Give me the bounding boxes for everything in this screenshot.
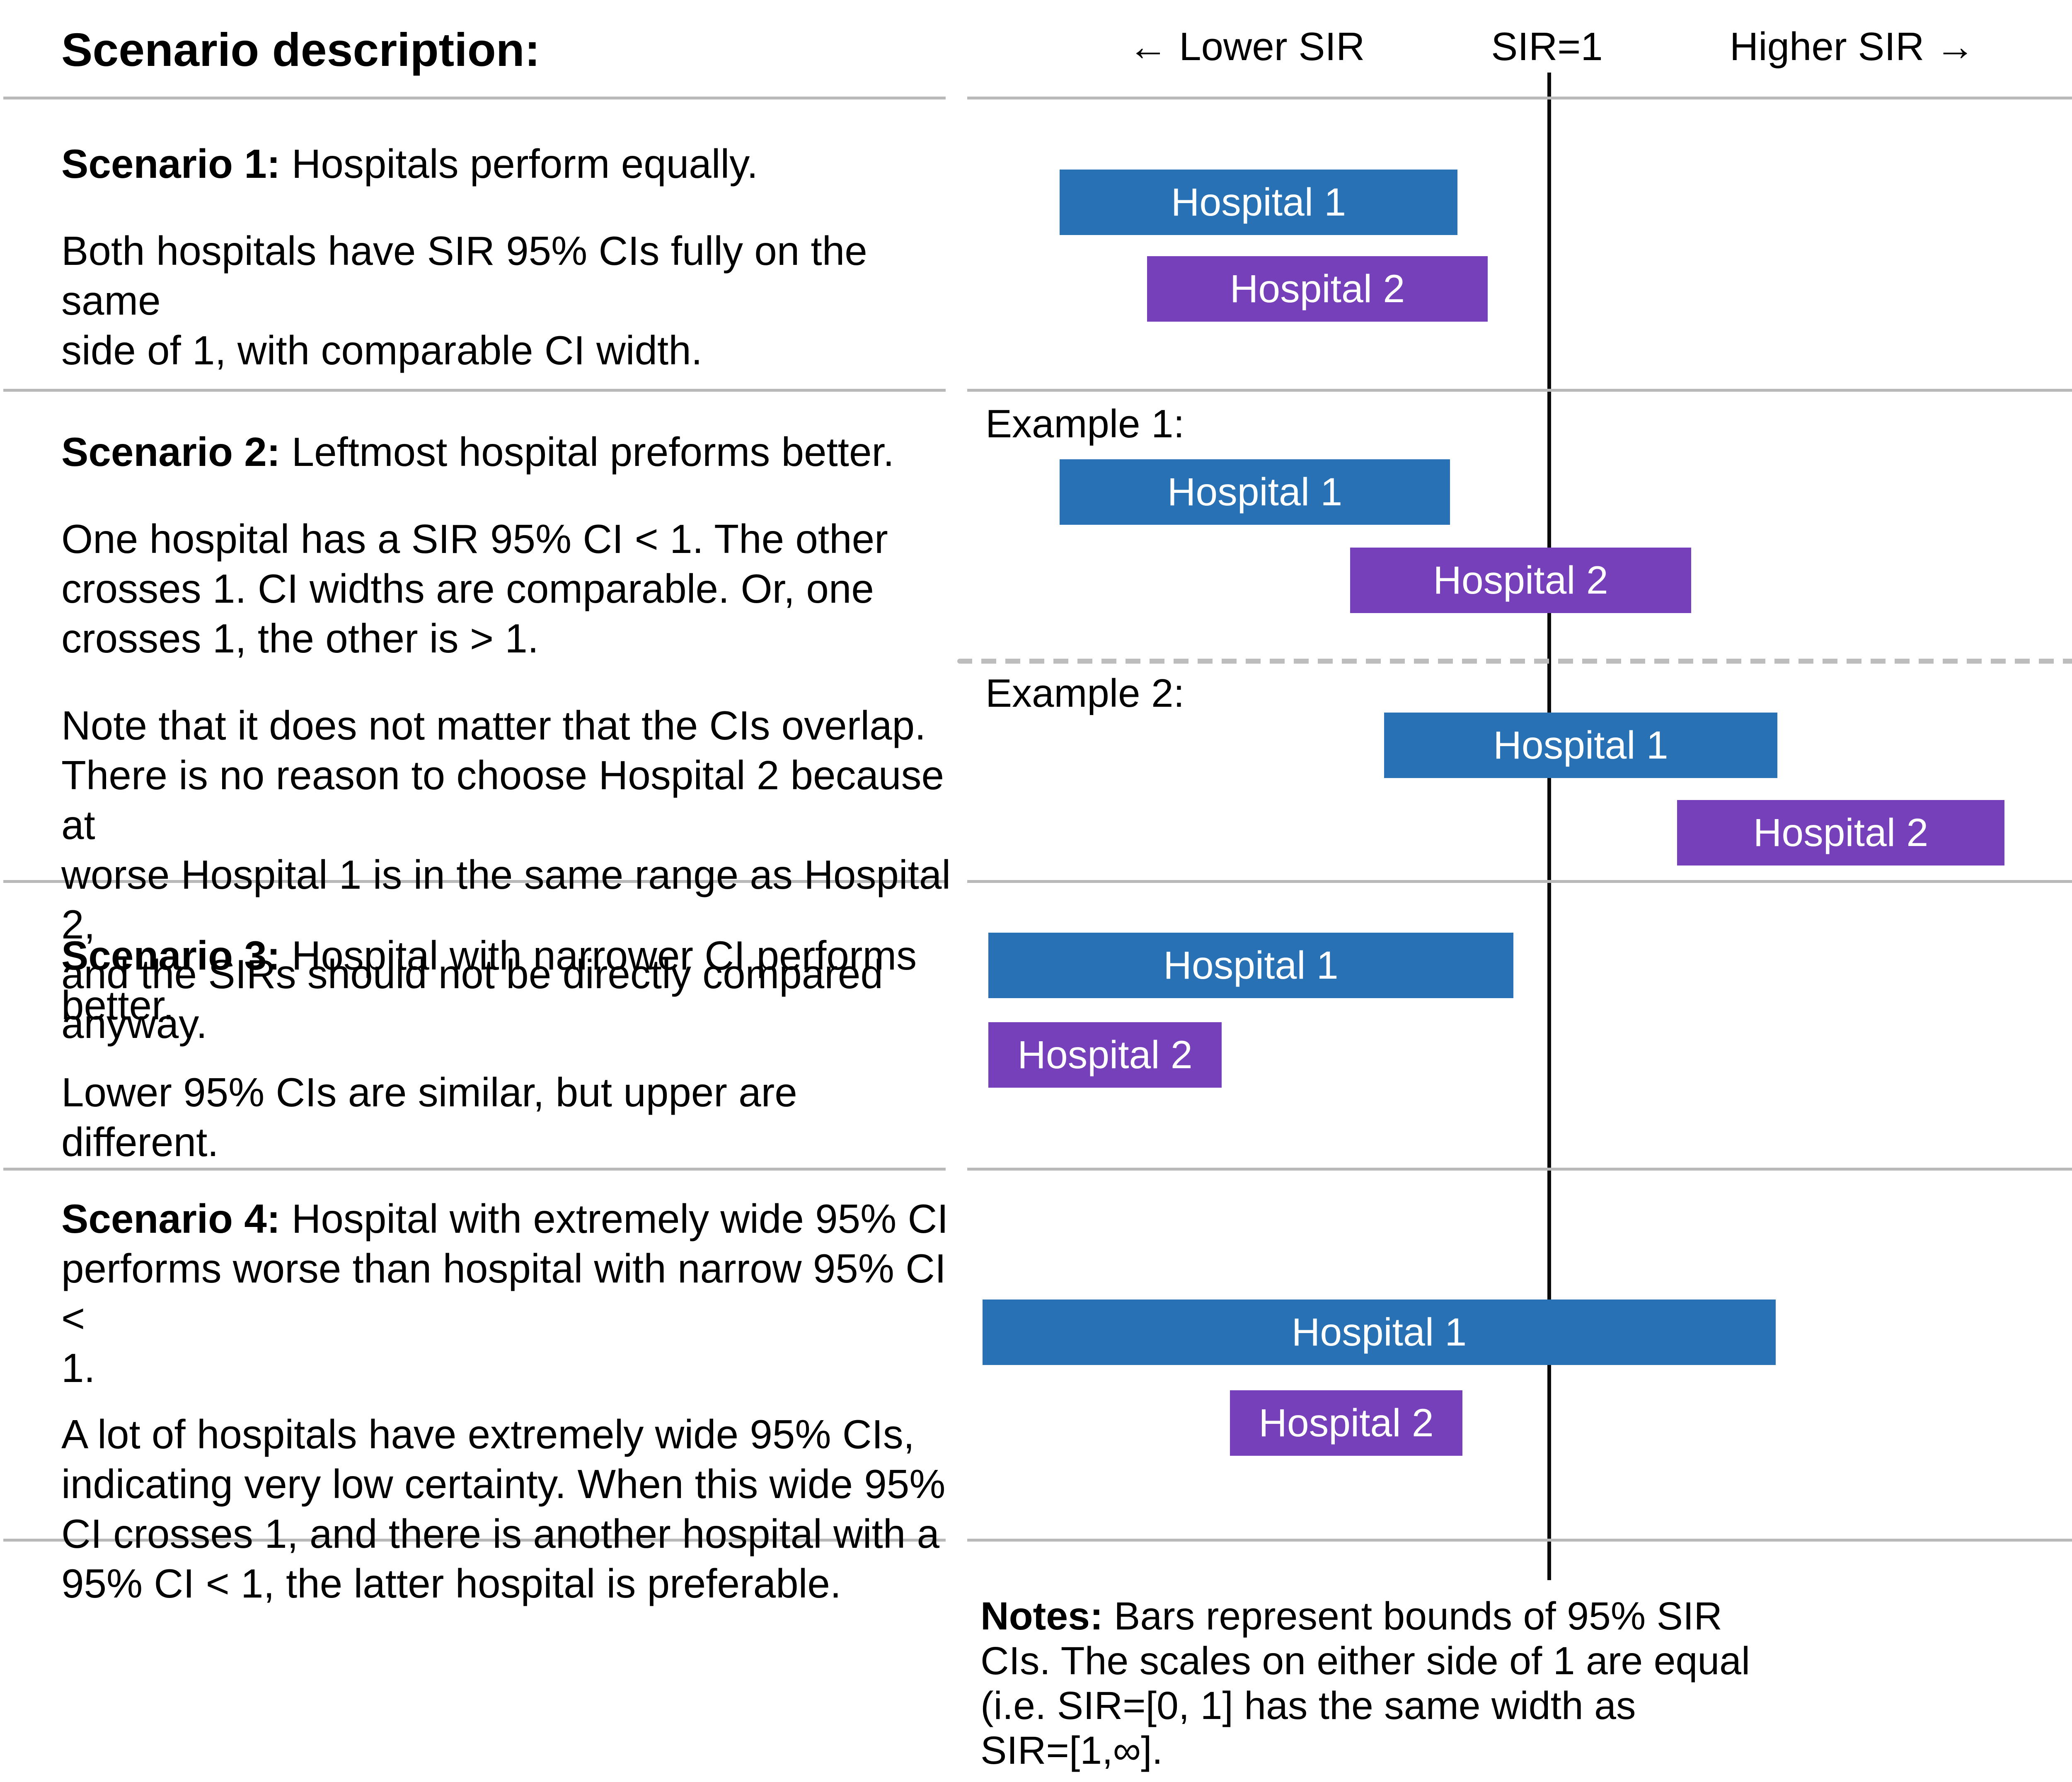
- scenario-3-heading-bold: Scenario 3:: [61, 933, 281, 978]
- bar-label: Hospital 1: [1163, 943, 1339, 987]
- separator-scenario4-left: [3, 1539, 946, 1542]
- separator-header-right: [967, 97, 2072, 99]
- scenario-3-heading: Scenario 3: Hospital with narrower CI pe…: [61, 931, 961, 980]
- text-line: CI crosses 1, and there is another hospi…: [61, 1511, 940, 1557]
- separator-scenario1-left: [3, 389, 946, 392]
- bar-label: Hospital 2: [1259, 1401, 1434, 1445]
- text-line: and the SIRs should not be directly comp…: [61, 951, 883, 997]
- scenario-1-description: Scenario 1: Hospitals perform equally. B…: [61, 139, 961, 375]
- separator-scenario3-left: [3, 1168, 946, 1171]
- scenario-3-heading-rest: Hospital with narrower CI performs: [280, 933, 917, 978]
- example-2-label: Example 2:: [985, 671, 1185, 715]
- scenario-2-heading-bold: Scenario 2:: [61, 429, 281, 475]
- separator-scenario3-right: [967, 1168, 2072, 1171]
- scenario-3-hospital-1-bar: Hospital 1: [988, 933, 1513, 998]
- example-1-hospital-2-bar: Hospital 2: [1350, 548, 1691, 613]
- scenario-3-paragraph: Lower 95% CIs are similar, but upper are…: [61, 1067, 961, 1167]
- axis-label-sir-equals-1: SIR=1: [1491, 24, 1603, 69]
- separator-scenario2-right: [967, 880, 2072, 883]
- scenario-2-description: Scenario 2: Leftmost hospital preforms b…: [61, 427, 961, 1049]
- text-line: Both hospitals have SIR 95% CIs fully on…: [61, 228, 867, 323]
- text-line: 95% CI < 1, the latter hospital is prefe…: [61, 1561, 842, 1606]
- scenario-3-heading-wrap: better.: [61, 982, 174, 1028]
- scenario-2-heading: Scenario 2: Leftmost hospital preforms b…: [61, 427, 961, 477]
- text-line: One hospital has a SIR 95% CI < 1. The o…: [61, 516, 888, 562]
- scenario-4-hospital-1-bar: Hospital 1: [983, 1300, 1776, 1365]
- notes-first-line-rest: Bars represent bounds of 95% SIR: [1103, 1594, 1723, 1638]
- text-line: indicating very low certainty. When this…: [61, 1461, 946, 1507]
- scenario-3-description: Scenario 3: Hospital with narrower CI pe…: [61, 931, 961, 1167]
- bar-label: Hospital 2: [1017, 1033, 1193, 1077]
- scenario-3-hospital-2-bar: Hospital 2: [988, 1022, 1222, 1088]
- bar-label: Hospital 2: [1230, 267, 1405, 311]
- text-line: crosses 1. CI widths are comparable. Or,…: [61, 566, 874, 611]
- scenario-2-paragraph-1: One hospital has a SIR 95% CI < 1. The o…: [61, 514, 961, 663]
- scenario-2-heading-rest: Leftmost hospital preforms better.: [280, 429, 894, 475]
- scenario-4-paragraph: A lot of hospitals have extremely wide 9…: [61, 1409, 961, 1608]
- text-line: There is no reason to choose Hospital 2 …: [61, 752, 944, 848]
- separator-header-left: [3, 97, 946, 99]
- bar-label: Hospital 1: [1493, 723, 1668, 767]
- sir-reference-line: [1547, 73, 1551, 1580]
- scenario-4-heading-rest: Hospital with extremely wide 95% CI: [280, 1196, 949, 1241]
- bar-label: Hospital 2: [1753, 810, 1929, 855]
- scenario-4-heading-wrap: performs worse than hospital with narrow…: [61, 1246, 946, 1341]
- text-line: Lower 95% CIs are similar, but upper are…: [61, 1069, 797, 1165]
- text-line: side of 1, with comparable CI width.: [61, 327, 702, 373]
- notes-block: Notes: Bars represent bounds of 95% SIR …: [980, 1594, 1892, 1773]
- example-2-hospital-1-bar: Hospital 1: [1384, 713, 1777, 778]
- scenario-4-hospital-2-bar: Hospital 2: [1230, 1390, 1462, 1456]
- scenario-4-heading: Scenario 4: Hospital with extremely wide…: [61, 1194, 961, 1244]
- bar-label: Hospital 2: [1433, 558, 1608, 602]
- notes-line: CIs. The scales on either side of 1 are …: [980, 1639, 1750, 1683]
- separator-scenario1-right: [967, 389, 2072, 392]
- notes-line: SIR=[1,∞].: [980, 1729, 1163, 1772]
- scenario-1-hospital-2-bar: Hospital 2: [1147, 256, 1488, 322]
- example-2-hospital-2-bar: Hospital 2: [1677, 800, 2004, 866]
- page-title: Scenario description:: [61, 24, 540, 76]
- text-line: worse Hospital 1 is in the same range as…: [61, 852, 951, 947]
- axis-label-higher-sir: Higher SIR →: [1729, 24, 1975, 69]
- scenario-1-hospital-1-bar: Hospital 1: [1060, 170, 1457, 235]
- scenario-4-heading-wrap: 1.: [61, 1345, 95, 1391]
- scenario-1-paragraph: Both hospitals have SIR 95% CIs fully on…: [61, 226, 961, 375]
- scenario-2-paragraph-2: Note that it does not matter that the CI…: [61, 701, 961, 1049]
- bar-label: Hospital 1: [1167, 470, 1343, 514]
- dashed-divider: [957, 659, 2072, 664]
- separator-scenario2-left: [3, 880, 946, 883]
- example-1-hospital-1-bar: Hospital 1: [1060, 459, 1450, 525]
- example-1-label: Example 1:: [985, 402, 1185, 446]
- scenario-1-heading-bold: Scenario 1:: [61, 141, 281, 187]
- bar-label: Hospital 1: [1171, 180, 1346, 224]
- text-line: A lot of hospitals have extremely wide 9…: [61, 1411, 915, 1457]
- scenario-1-heading-rest: Hospitals perform equally.: [280, 141, 758, 187]
- text-line: anyway.: [61, 1001, 208, 1047]
- text-line: Note that it does not matter that the CI…: [61, 703, 926, 748]
- axis-label-lower-sir: ← Lower SIR: [1128, 24, 1365, 69]
- text-line: crosses 1, the other is > 1.: [61, 616, 539, 661]
- scenario-4-heading-bold: Scenario 4:: [61, 1196, 281, 1241]
- separator-scenario4-right: [967, 1539, 2072, 1542]
- notes-line: Notes: Bars represent bounds of 95% SIR: [980, 1594, 1892, 1639]
- notes-bold: Notes:: [980, 1594, 1103, 1638]
- bar-label: Hospital 1: [1291, 1310, 1467, 1354]
- scenario-4-description: Scenario 4: Hospital with extremely wide…: [61, 1194, 961, 1608]
- scenario-1-heading: Scenario 1: Hospitals perform equally.: [61, 139, 961, 189]
- notes-line: (i.e. SIR=[0, 1] has the same width as: [980, 1684, 1636, 1728]
